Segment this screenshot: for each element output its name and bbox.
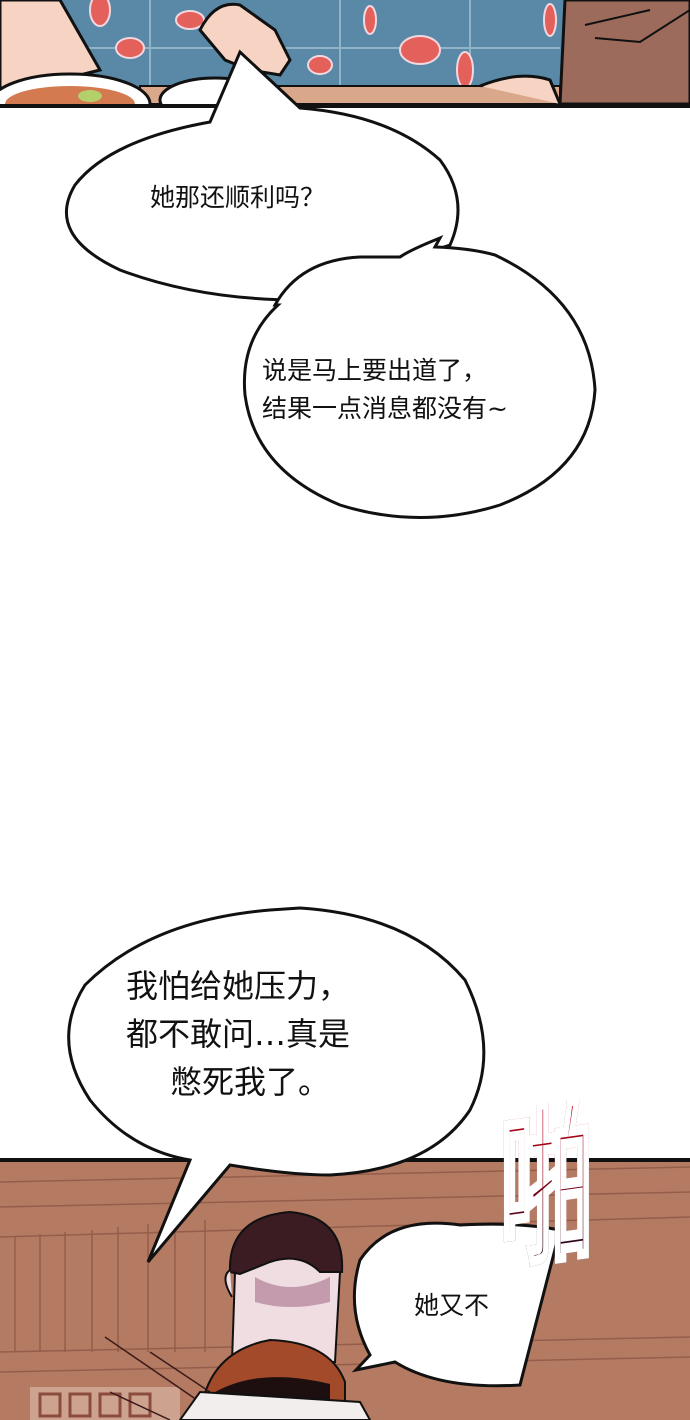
bubble-3-line-2: 都不敢问…真是 <box>126 1015 351 1053</box>
bubble-1-text: 她那还顺利吗？ <box>150 183 326 212</box>
sound-effect-pa: 啪 <box>498 1081 595 1296</box>
bubble-2-line-2: 结果一点消息都没有~ <box>262 394 508 423</box>
top-panel-art <box>0 0 690 104</box>
bubble-4-text: 她又不 <box>414 1291 490 1320</box>
bubble-3-text: 我怕给她压力， 都不敢问…真是 憋死我了。 <box>126 962 350 1106</box>
bubble-3-line-3: 憋死我了。 <box>170 1063 331 1101</box>
bubble-2-line-1: 说是马上要出道了， <box>262 356 488 385</box>
bubble-2-text: 说是马上要出道了， 结果一点消息都没有~ <box>262 352 508 428</box>
bubble-3-line-1: 我怕给她压力， <box>126 967 351 1005</box>
top-panel <box>0 0 690 108</box>
